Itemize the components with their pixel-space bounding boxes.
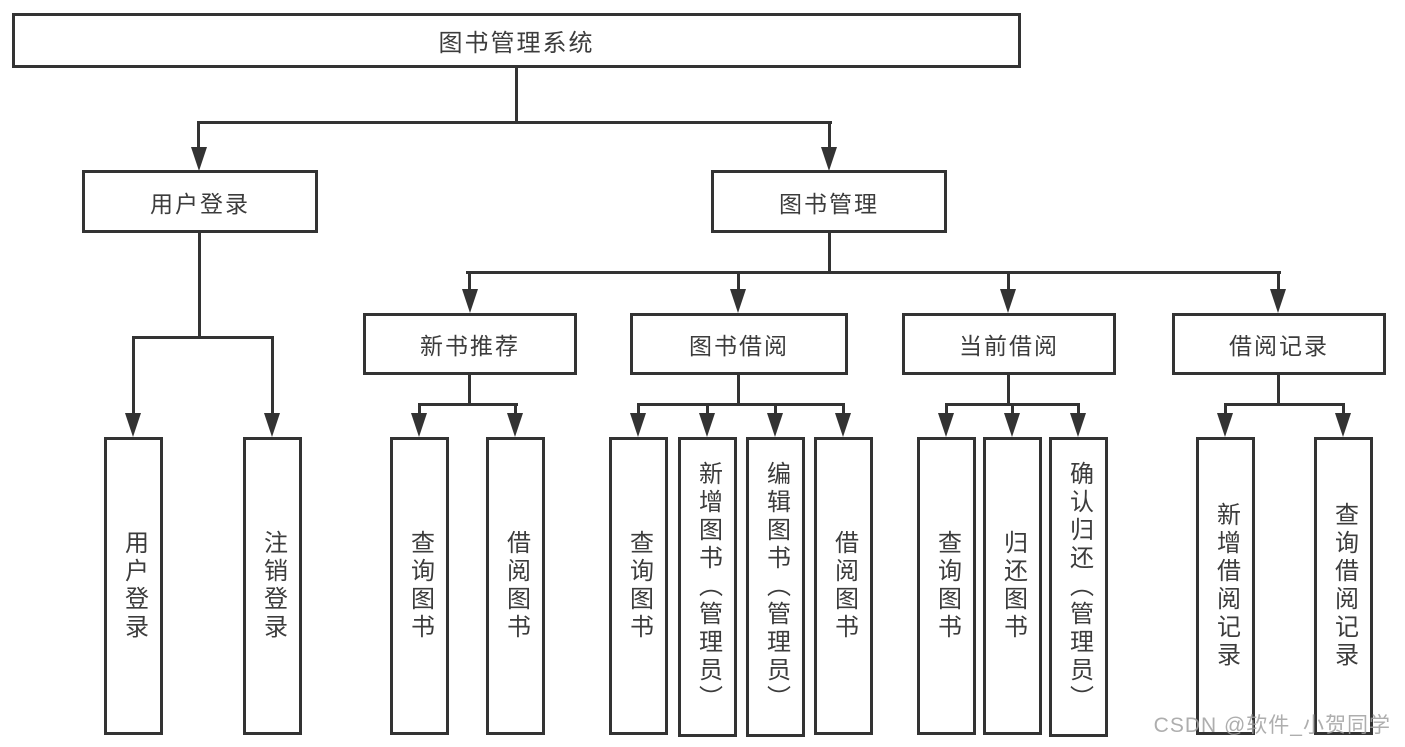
arrowhead: [630, 413, 646, 437]
leaf-edit-books-admin: 编辑图书（管理员）: [746, 437, 805, 737]
leaf-logout: 注销登录: [243, 437, 302, 735]
node-book-management: 图书管理: [711, 170, 947, 233]
leaf-add-borrow-record: 新增借阅记录: [1196, 437, 1255, 735]
leaf-add-books-admin: 新增图书（管理员）: [678, 437, 737, 737]
leaf-query-books: 查询图书: [609, 437, 668, 735]
connector-drop: [842, 403, 845, 415]
leaf-query-books: 查询图书: [917, 437, 976, 735]
leaf-query-books: 查询图书: [390, 437, 449, 735]
arrowhead: [821, 147, 837, 171]
connector-drop: [132, 336, 135, 415]
node-book-borrowing: 图书借阅: [630, 313, 848, 375]
arrowhead: [730, 289, 746, 313]
arrowhead: [767, 413, 783, 437]
connector-drop: [1007, 271, 1010, 291]
arrowhead: [1070, 413, 1086, 437]
arrowhead: [191, 147, 207, 171]
connector-branch: [637, 403, 845, 406]
connector-drop: [637, 403, 640, 415]
arrowhead: [1000, 289, 1016, 313]
connector-drop: [737, 271, 740, 291]
connector-root-stem: [515, 68, 518, 121]
connector-stem: [737, 375, 740, 406]
leaf-return-books: 归还图书: [983, 437, 1042, 735]
connector-branch: [418, 403, 518, 406]
node-user-login: 用户登录: [82, 170, 318, 233]
node-borrowing-records: 借阅记录: [1172, 313, 1386, 375]
arrowhead: [125, 413, 141, 437]
arrowhead: [411, 413, 427, 437]
connector-drop: [1224, 403, 1227, 415]
connector-drop: [514, 403, 517, 415]
connector-root-branch: [197, 121, 832, 124]
arrowhead: [507, 413, 523, 437]
connector-drop: [706, 403, 709, 415]
connector-stem: [198, 233, 201, 336]
node-library-management-system: 图书管理系统: [12, 13, 1021, 68]
node-new-book-recommendation: 新书推荐: [363, 313, 577, 375]
connector-drop: [418, 403, 421, 415]
leaf-borrow-books: 借阅图书: [486, 437, 545, 735]
arrowhead: [699, 413, 715, 437]
connector-drop: [1342, 403, 1345, 415]
connector-drop: [197, 121, 200, 149]
connector-branch: [466, 271, 1281, 274]
leaf-confirm-return-admin: 确认归还（管理员）: [1049, 437, 1108, 737]
arrowhead: [264, 413, 280, 437]
connector-drop: [468, 271, 471, 291]
arrowhead: [1270, 289, 1286, 313]
arrowhead: [938, 413, 954, 437]
connector-stem: [468, 375, 471, 406]
csdn-watermark: CSDN @软件_小贺同学: [1153, 714, 1391, 737]
arrowhead: [835, 413, 851, 437]
arrowhead: [1335, 413, 1351, 437]
connector-drop: [945, 403, 948, 415]
connector-branch: [1224, 403, 1345, 406]
connector-stem: [1277, 375, 1280, 406]
connector-stem: [1007, 375, 1010, 406]
connector-drop: [828, 121, 831, 149]
leaf-borrow-books: 借阅图书: [814, 437, 873, 735]
arrowhead: [1217, 413, 1233, 437]
connector-drop: [1277, 271, 1280, 291]
connector-drop: [1077, 403, 1080, 415]
leaf-user-login: 用户登录: [104, 437, 163, 735]
arrowhead: [462, 289, 478, 313]
arrowhead: [1004, 413, 1020, 437]
connector-drop: [271, 336, 274, 415]
connector-stem: [828, 233, 831, 274]
connector-drop: [774, 403, 777, 415]
connector-drop: [1011, 403, 1014, 415]
node-current-borrowing: 当前借阅: [902, 313, 1116, 375]
connector-branch: [132, 336, 274, 339]
leaf-query-borrow-record: 查询借阅记录: [1314, 437, 1373, 735]
